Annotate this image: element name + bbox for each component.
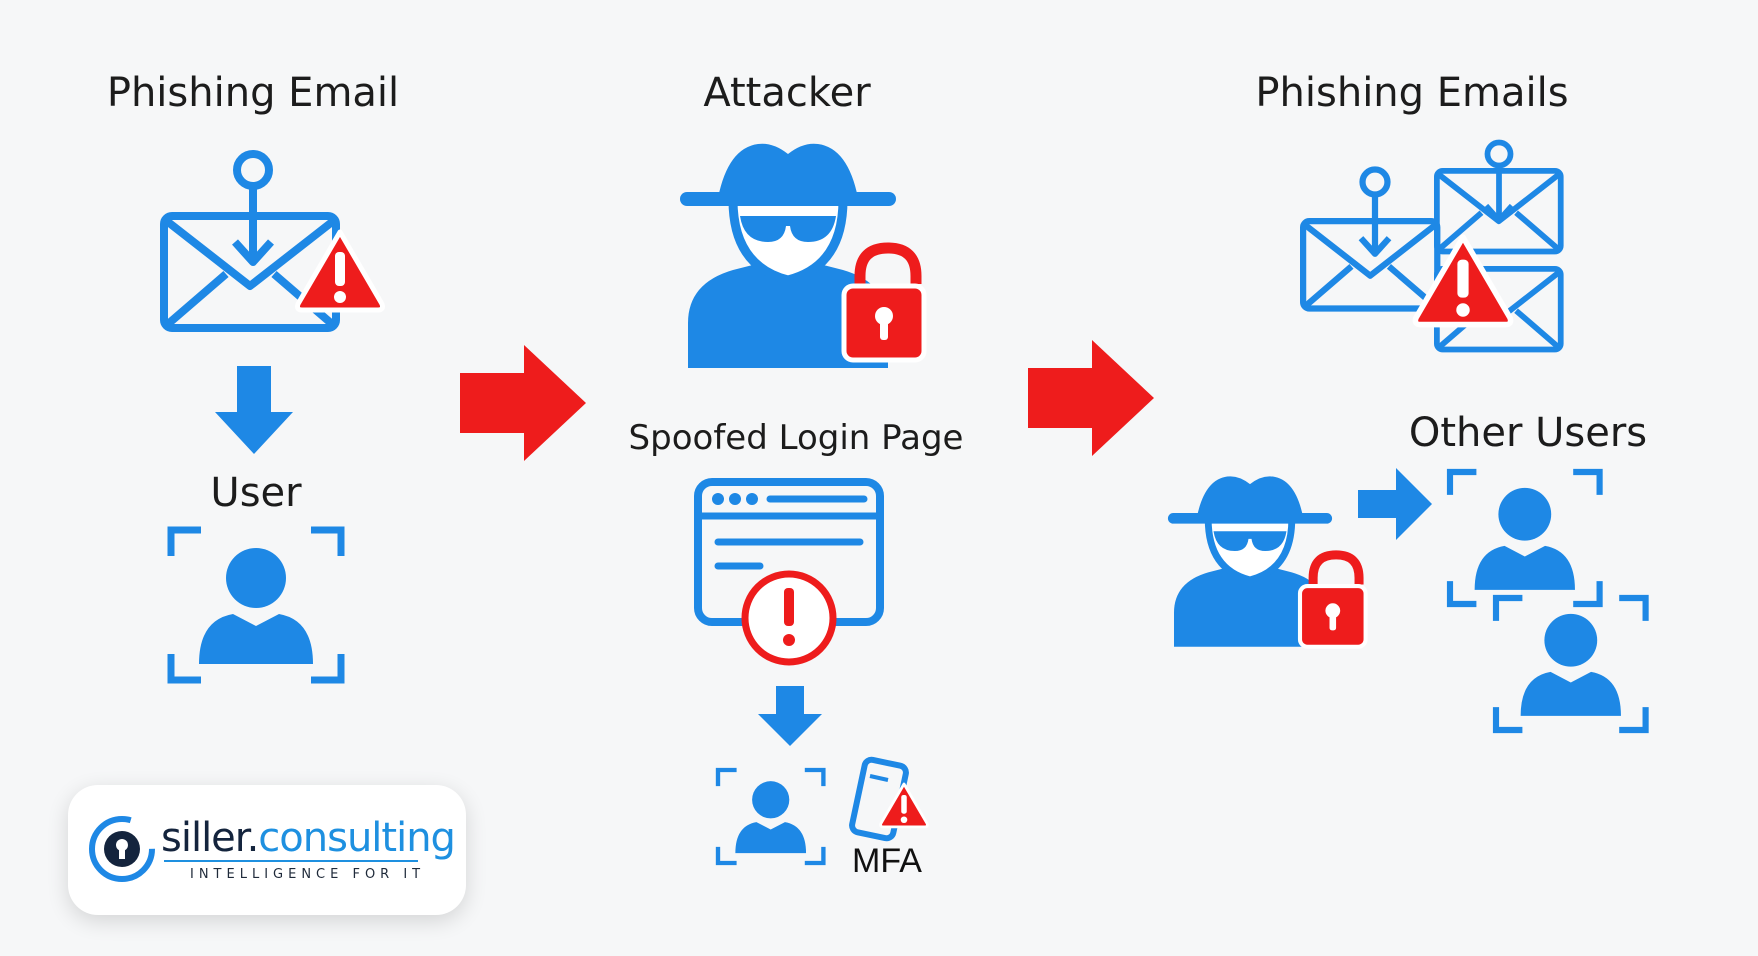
mfa-label: MFA	[852, 842, 922, 880]
padlock-icon	[1300, 555, 1366, 647]
arrow-down-icon	[215, 366, 293, 454]
keyhole-icon	[89, 816, 155, 882]
arrow-right-icon	[460, 345, 586, 461]
other-user-icon	[1496, 598, 1646, 730]
other-user-icon	[1450, 472, 1600, 604]
padlock-icon	[844, 248, 924, 360]
phishing-emails-title: Phishing Emails	[1255, 70, 1569, 116]
arrow-down-icon	[758, 686, 822, 746]
mfa-user-icon	[718, 770, 823, 863]
phishing-email-title: Phishing Email	[106, 70, 400, 116]
other-users-label: Other Users	[1408, 410, 1648, 456]
logo-name-part2: consulting	[258, 815, 456, 861]
user-icon	[171, 530, 341, 680]
logo-divider	[164, 860, 418, 862]
logo-name: siller.consulting	[161, 815, 456, 861]
mfa-warning-icon	[879, 782, 929, 829]
arrow-right-icon	[1358, 468, 1432, 540]
alert-circle-icon	[741, 570, 837, 666]
spoofed-login-label: Spoofed Login Page	[628, 418, 964, 458]
user-label: User	[210, 470, 302, 516]
logo-tagline: INTELLIGENCE FOR IT	[190, 867, 426, 882]
siller-consulting-logo: siller.consulting INTELLIGENCE FOR IT	[68, 785, 466, 915]
arrow-right-icon	[1028, 340, 1154, 456]
logo-name-part1: siller.	[161, 815, 259, 861]
attacker-title: Attacker	[703, 70, 871, 116]
